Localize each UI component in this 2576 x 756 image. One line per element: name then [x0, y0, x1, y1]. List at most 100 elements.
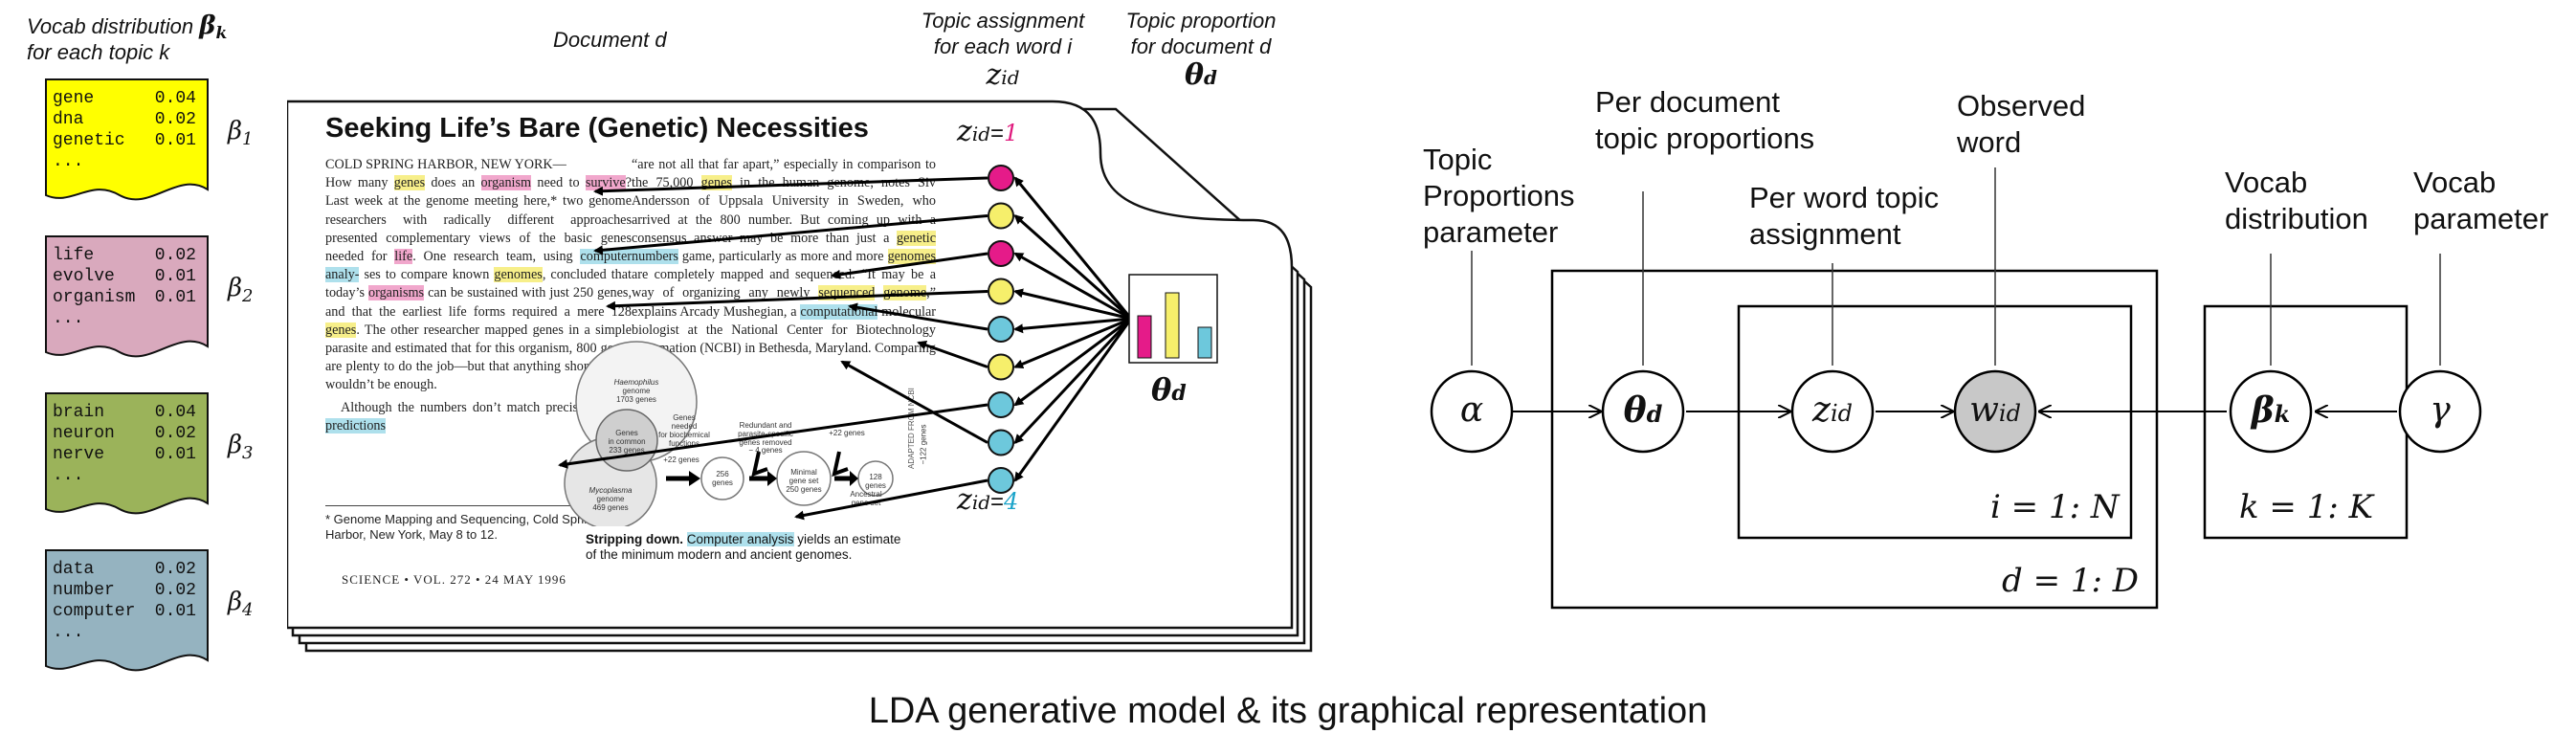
mycoplasma-label: Mycoplasma genome 469 genes [572, 486, 649, 512]
theta-bar [1137, 315, 1152, 359]
article-text: ses to compare known [359, 267, 495, 283]
needed-l2: needed [671, 422, 698, 431]
beta-sub: 4 [242, 600, 254, 620]
topic-word-prob: 0.04 [154, 89, 196, 108]
z-bot-sub: id [971, 491, 991, 514]
minimal-l2: gene set [788, 477, 819, 485]
ann-tpp-l3: parameter [1423, 215, 1559, 249]
topic-card-shape [45, 78, 209, 201]
theta-bar [1197, 326, 1212, 359]
mycoplasma-l3: 469 genes [592, 503, 629, 512]
topic-word-row: ... [53, 151, 196, 172]
topic-word: ... [53, 466, 84, 485]
topic-word: ... [53, 152, 84, 171]
fig-arrowhead-1 [689, 471, 700, 486]
highlighted-word-yel: genomes [887, 249, 936, 265]
g256-label: 256 genes [703, 470, 742, 487]
article-text: . The other researcher mapped genes in a… [325, 322, 632, 393]
z-bottom-label: zid=4 [957, 483, 1018, 517]
article-col1-body-b: Although the numbers don’t match precise… [325, 399, 632, 435]
beta-sym: β [228, 117, 243, 145]
redundant-l3: genes removed [739, 438, 792, 447]
theta-to-z-arrow [1013, 318, 1133, 482]
plate-documents-label: d = 1: D [2002, 562, 2140, 600]
node-gamma [2398, 369, 2482, 454]
z-circle [988, 165, 1014, 191]
needed-label: Genes needed for biochemical functions [655, 413, 713, 448]
fig-hook-1 [751, 451, 768, 478]
theta-to-z-arrow [1013, 317, 1133, 444]
z-circle [988, 316, 1014, 343]
ann-wta-l1: Per word topic [1749, 181, 1940, 214]
topic-beta-label: β3 [228, 431, 253, 463]
topic-word-prob: 0.01 [154, 288, 196, 307]
article-title: Seeking Life’s Bare (Genetic) Necessitie… [325, 113, 869, 144]
ancestral-l1: Ancestral [850, 490, 882, 499]
topic-word: number [53, 581, 115, 600]
ann-dtp-l2: topic proportions [1595, 122, 1815, 155]
theta-bar [1165, 292, 1180, 359]
ann-per-document-topic-proportions: Per document topic proportions [1595, 84, 1814, 157]
graphical-model [1430, 167, 2482, 610]
topic-word: organism [53, 288, 136, 307]
z-to-word-arrow [593, 214, 988, 256]
g128-label: 128 genes [856, 473, 895, 490]
vocab-distribution-label: Vocab distribution βk [27, 13, 227, 47]
plus22b-label: +22 genes [829, 429, 865, 437]
topic-word: ... [53, 309, 84, 328]
z-circle [988, 467, 1014, 494]
theta-to-z-arrow [1013, 317, 1132, 334]
article-dateline: COLD SPRING HARBOR, NEW YORK— [325, 157, 566, 172]
mycoplasma-l1: Mycoplasma [588, 486, 633, 495]
highlighted-word-pink: organism [480, 175, 532, 191]
plate-documents [1550, 269, 2159, 610]
topic-assign-line2: for each word i [933, 34, 1073, 58]
common-l3: 233 genes [609, 446, 645, 455]
article-footnote: * Genome Mapping and Sequencing, Cold Sp… [325, 505, 622, 543]
z-bot-eq: = [990, 489, 1005, 515]
fig-hook-2 [832, 451, 849, 478]
haemophilus-l3: 1703 genes [616, 395, 656, 404]
topic-word-row: ... [53, 622, 196, 643]
figure-main-caption: LDA generative model & its graphical rep… [868, 691, 1708, 731]
redundant-l2: parasite-specific [738, 430, 793, 438]
article-text: need to [531, 175, 586, 191]
g128-l2: genes [865, 481, 886, 490]
document-stack [287, 100, 1313, 653]
z-top-val: 1 [1004, 120, 1019, 146]
theta-arrows [1013, 176, 1133, 482]
common-circle [595, 409, 658, 472]
ann-observed-word: Observed word [1957, 88, 2085, 161]
haemophilus-l2: genome [622, 387, 651, 395]
minus4-label: − 4 genes [748, 446, 783, 455]
theta-to-z-arrow [1013, 317, 1132, 407]
ann-tpp-l1: Topic [1423, 143, 1493, 176]
figure-caption: Stripping down. Computer analysis yields… [586, 532, 901, 563]
needed-l3: for biochemical [658, 431, 710, 439]
article-text: Although the numbers don’t match precise… [341, 399, 632, 415]
topic-word: computer [53, 602, 136, 621]
topic-word: life [53, 246, 95, 265]
article-footer: SCIENCE • VOL. 272 • 24 MAY 1996 [342, 572, 566, 587]
topic-word: data [53, 560, 95, 579]
topic-assignment-label: Topic assignment for each word i zid [898, 8, 1108, 94]
ann-per-word-topic-assignment: Per word topic assignment [1749, 180, 1939, 253]
ann-topic-proportions-parameter: Topic Proportions parameter [1423, 142, 1575, 251]
theta-box-label: θd [1151, 371, 1187, 408]
ann-vp-l1: Vocab [2413, 166, 2497, 199]
article-text: game, particularly as more and more [677, 249, 888, 265]
topic-word-prob: 0.02 [154, 110, 196, 129]
caption-highlight: Computer analysis [686, 532, 794, 546]
vocab-label-beta: β [199, 11, 216, 40]
topic-assign-z: z [986, 58, 1002, 92]
node-w-label: wid [1957, 390, 2033, 430]
article-text: , concluded that today’s [325, 267, 632, 301]
ann-ow-l2: word [1957, 125, 2022, 159]
